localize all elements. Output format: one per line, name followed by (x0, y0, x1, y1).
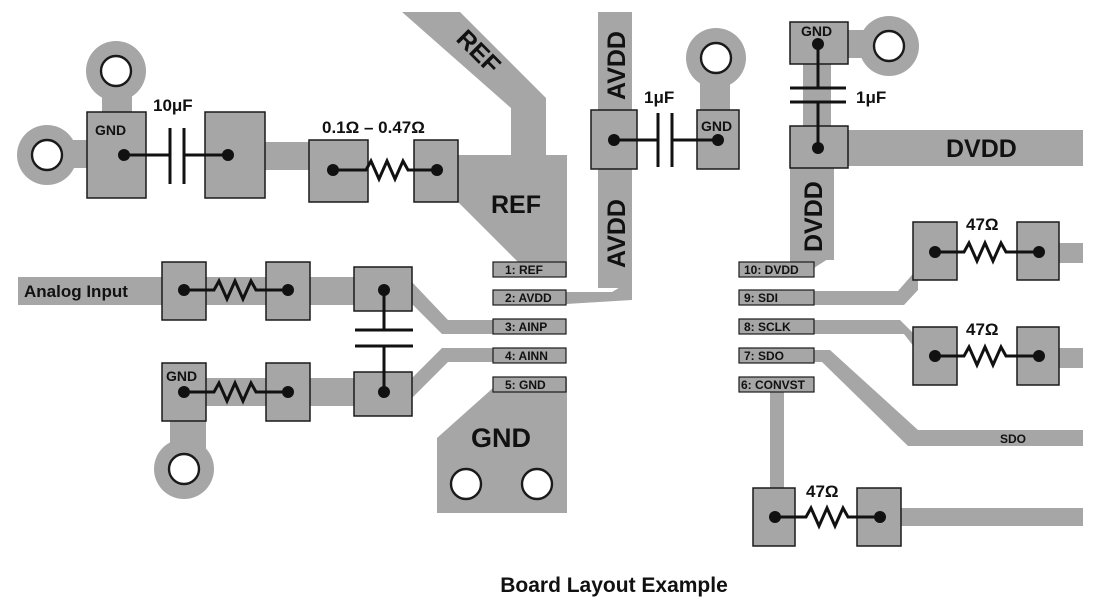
trace-res-to-cap (310, 277, 358, 305)
cap-dvdd-value: 1μF (856, 88, 886, 107)
ic-pin-3 (492, 318, 567, 335)
trace-avdd-bottom (598, 168, 632, 288)
trace-convst-out (900, 508, 1083, 526)
ic-pins-right: 10: DVDD 9: SDI 8: SCLK 7: SDO 6: CONVST (738, 261, 815, 393)
trace-convst (770, 392, 784, 492)
ref-pour-label: REF (491, 191, 541, 219)
dvdd-right-label: DVDD (946, 135, 1017, 163)
ic-pin-label-5: 5: GND (505, 378, 546, 392)
trace-avdd-pin (566, 280, 632, 304)
cap-10uf-value: 10μF (153, 96, 193, 115)
avdd-top-label: AVDD (603, 31, 631, 100)
trace-sdo (814, 350, 1083, 446)
ic-pin-6 (738, 376, 815, 393)
ic-pin-label-8: 8: SCLK (744, 320, 791, 334)
labels: REF REF AVDD AVDD DVDD DVDD GND Analog I… (24, 23, 1026, 597)
ic-pin-1 (492, 261, 567, 278)
ic-pins-left: 1: REF 2: AVDD 3: AINP 4: AINN 5: GND (492, 261, 567, 393)
via-hole-gnd-left (30, 138, 64, 172)
ic-pin-10 (738, 261, 815, 278)
ic-pin-9 (738, 289, 815, 306)
ic-pin-label-3: 3: AINP (505, 320, 547, 334)
component-symbols (118, 38, 1045, 530)
capacitor-dvdd-symbol (790, 38, 846, 154)
vias (17, 16, 919, 501)
trace-sclk-out (1055, 348, 1083, 368)
gnd-pad-label-ainn: GND (166, 368, 197, 384)
ic-pin-label-7: 7: SDO (744, 349, 784, 363)
trace-ainn (410, 348, 493, 400)
via-hole-gnd-bottom (167, 452, 201, 486)
ic-pin-7 (738, 347, 815, 364)
ic-pin-4 (492, 347, 567, 364)
ic-pin-label-6: 6: CONVST (741, 378, 806, 392)
trace-cap-to-resistor (262, 142, 314, 170)
via-hole-dvdd-gnd (872, 29, 906, 63)
figure-caption: Board Layout Example (500, 574, 728, 597)
via-hole-gnd-pour-left (449, 467, 483, 501)
resistor-convst-symbol (769, 504, 886, 530)
avdd-bottom-label: AVDD (603, 199, 631, 268)
trace-dvdd-right (848, 130, 1083, 166)
resistor-ainn-symbol (178, 379, 294, 405)
resistor-sdi-symbol (929, 239, 1045, 265)
resistor-analog-symbol (178, 277, 294, 303)
ic-pin-2 (492, 289, 567, 306)
ic-pin-label-1: 1: REF (505, 263, 543, 277)
trace-ref-diagonal (402, 12, 546, 160)
capacitor-10uf-symbol (118, 128, 234, 184)
via-hole-gnd-pour-right (520, 467, 554, 501)
ic-pin-label-4: 4: AINN (505, 349, 548, 363)
gnd-pad-label-avdd: GND (701, 118, 732, 134)
ic-pin-label-9: 9: SDI (744, 291, 778, 305)
trace-res-to-cap-ainn (308, 378, 358, 406)
capacitor-avdd-symbol (608, 113, 724, 167)
dvdd-vertical-label: DVDD (800, 181, 828, 252)
via-hole-avdd-gnd (699, 41, 733, 75)
trace-sdi-out (1055, 243, 1083, 263)
res-convst-value: 47Ω (806, 482, 839, 501)
gnd-pad-label-left: GND (95, 122, 126, 138)
trace-sclk (814, 320, 918, 352)
ic-pin-label-10: 10: DVDD (744, 263, 799, 277)
capacitor-diff-symbol (355, 284, 413, 398)
ic-pin-5 (492, 376, 567, 393)
cap-avdd-value: 1μF (644, 88, 674, 107)
ic-pin-label-2: 2: AVDD (505, 291, 552, 305)
ic-pin-8 (738, 318, 815, 335)
gnd-pad-label-dvdd: GND (801, 23, 832, 39)
trace-avdd-top (598, 12, 632, 110)
resistor-sclk-symbol (929, 343, 1045, 369)
gnd-pour-label: GND (471, 423, 531, 453)
analog-input-label: Analog Input (24, 282, 128, 301)
trace-dvdd-vertical (790, 168, 834, 260)
sdo-trace-label: SDO (1000, 432, 1026, 446)
trace-analog-input (18, 277, 168, 305)
trace-ainp (410, 280, 493, 334)
trace-sdi (814, 268, 918, 305)
res-sdi-value: 47Ω (966, 215, 999, 234)
resistor-ref-symbol (327, 157, 443, 183)
res-ref-value: 0.1Ω – 0.47Ω (322, 118, 425, 137)
res-sclk-value: 47Ω (966, 320, 999, 339)
via-hole-gnd-top (99, 54, 133, 88)
